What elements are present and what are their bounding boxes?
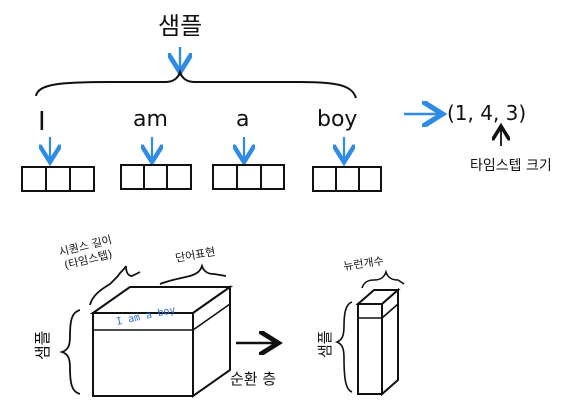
word-vector-am bbox=[120, 164, 192, 190]
word-am: am bbox=[133, 107, 168, 132]
brace-sample-left bbox=[59, 309, 81, 395]
word-boy: boy bbox=[317, 107, 357, 132]
brace-neuron-count bbox=[361, 269, 405, 289]
recurrent-layer-label: 순환 층 bbox=[230, 370, 276, 388]
word-representation-label: 단어표현 bbox=[174, 245, 216, 265]
word-vector-boy bbox=[312, 166, 382, 192]
word-i: I bbox=[38, 107, 46, 137]
word-vector-a bbox=[212, 164, 285, 190]
input-tensor-box bbox=[89, 285, 234, 398]
shape-text: (1, 4, 3) bbox=[447, 101, 526, 125]
output-sample-label: 샘플 bbox=[316, 330, 334, 358]
brace-word-representation bbox=[159, 263, 227, 285]
output-tensor-box bbox=[355, 287, 401, 397]
sequence-length-label: 시퀀스 길이 (타임스텝) bbox=[58, 232, 120, 272]
word-vector-i bbox=[21, 166, 95, 192]
neuron-count-label: 뉴런개수 bbox=[343, 254, 385, 273]
brace-sequence-length bbox=[89, 265, 141, 306]
brace-over-sentence bbox=[35, 68, 357, 99]
word-a: a bbox=[236, 107, 249, 132]
sample-label-top: 샘플 bbox=[158, 12, 202, 40]
timestep-size-label: 타임스텝 크기 bbox=[470, 158, 552, 174]
box-sample-label: 샘플 bbox=[33, 331, 52, 360]
brace-output-sample bbox=[334, 301, 353, 393]
